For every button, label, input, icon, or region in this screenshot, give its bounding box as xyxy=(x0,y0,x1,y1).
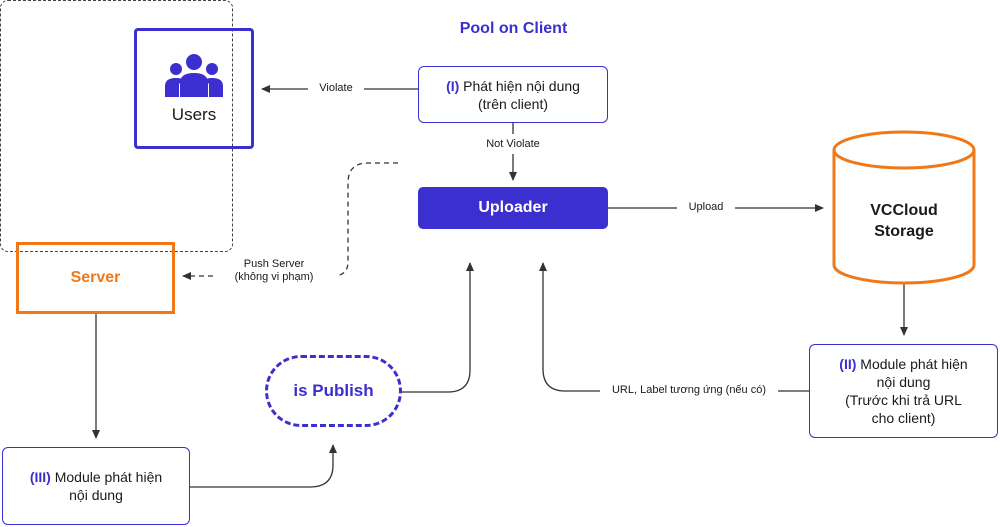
label-violate: Violate xyxy=(319,82,353,94)
storage-cylinder xyxy=(832,130,976,285)
detect-storage-node: (II) Module phát hiện nội dung (Trước kh… xyxy=(809,344,998,438)
users-node: Users xyxy=(134,28,254,149)
detect-client-roman: (I) xyxy=(446,77,460,94)
detect-client-line1: Phát hiện nội dung xyxy=(463,77,580,94)
label-not-violate: Not Violate xyxy=(486,138,540,150)
label-push-server: Push Server (không vi phạm) xyxy=(213,258,335,284)
edge-push-server xyxy=(335,162,398,277)
uploader-label: Uploader xyxy=(478,199,548,216)
detect-client-node: (I) Phát hiện nội dung (trên client) xyxy=(418,66,608,123)
publish-label: is Publish xyxy=(293,381,374,400)
edge-publish-uploader xyxy=(402,262,474,393)
storage-line1: VCCloud xyxy=(870,202,938,219)
detect-storage-line4: cho client) xyxy=(871,410,936,426)
detect-server-line1: Module phát hiện xyxy=(54,469,163,485)
publish-node: is Publish xyxy=(265,355,402,427)
server-node: Server xyxy=(16,242,175,314)
uploader-node: Uploader xyxy=(418,187,608,229)
detect-storage-line1: Module phát hiện xyxy=(860,356,968,372)
detect-server-roman: (III) xyxy=(29,469,51,485)
pool-title: Pool on Client xyxy=(459,20,568,37)
users-label: Users xyxy=(171,104,217,124)
label-push-server-1: Push Server xyxy=(243,258,305,270)
storage-line2: Storage xyxy=(874,223,934,240)
label-url: URL, Label tương ứng (nếu có) xyxy=(611,384,767,396)
users-icon xyxy=(165,53,223,97)
detect-client-line2: (trên client) xyxy=(477,95,549,112)
edge-detect-publish xyxy=(190,444,337,488)
detect-server-node: (III) Module phát hiện nội dung xyxy=(2,447,190,525)
detect-storage-roman: (II) xyxy=(839,356,857,372)
storage-label: VCCloud Storage xyxy=(834,200,974,242)
label-push-server-2: (không vi phạm) xyxy=(234,271,314,283)
server-label: Server xyxy=(70,269,121,286)
label-upload: Upload xyxy=(688,201,724,213)
detect-storage-line2: nội dung xyxy=(876,374,931,390)
detect-server-line2: nội dung xyxy=(69,487,123,503)
detect-storage-line3: (Trước khi trả URL xyxy=(845,392,962,408)
pool-container xyxy=(0,0,233,252)
